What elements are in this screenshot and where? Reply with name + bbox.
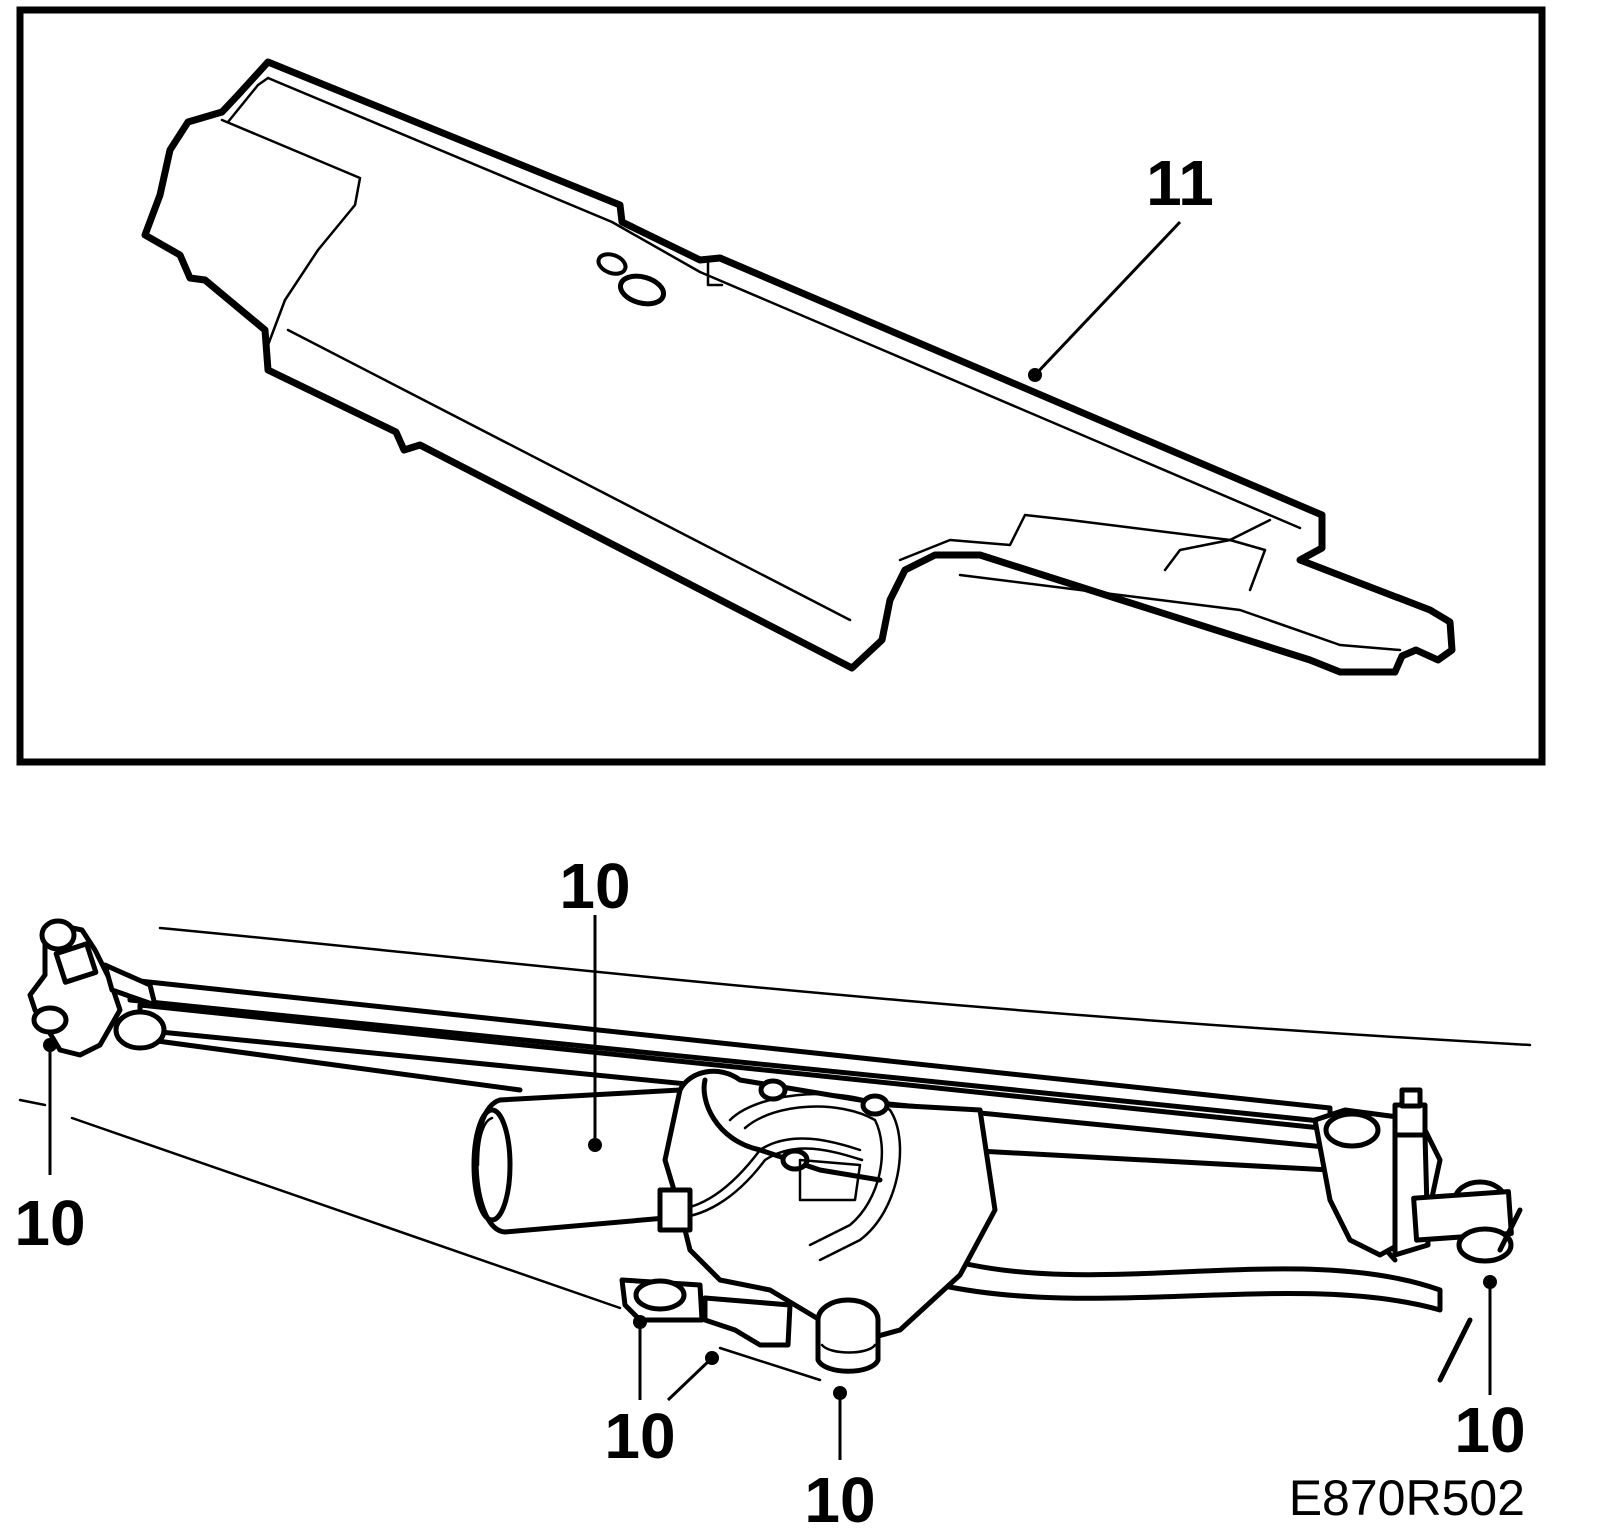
callout-10-left-pivot: 10	[14, 1038, 86, 1259]
callout-11: 11	[1028, 147, 1214, 382]
callout-10-left-pivot-label: 10	[14, 1187, 85, 1259]
callout-10-mount-left-label: 10	[604, 1400, 675, 1472]
upper-panel-frame	[16, 6, 1546, 766]
figure-code: E870R502	[1289, 1470, 1525, 1526]
left-pivot	[27, 918, 167, 1058]
callout-10-motor: 10	[559, 850, 631, 1152]
lower-panel: 10 10 10 10 10 E870R502	[14, 850, 1532, 1530]
wiper-motor	[471, 1068, 998, 1348]
linkage-rods	[127, 977, 1443, 1313]
callout-10-mount-bottom: 10	[804, 1386, 876, 1530]
callout-10-mount-bottom-label: 10	[804, 1464, 875, 1530]
callout-10-mount-center	[666, 1351, 719, 1402]
body-line-lower	[18, 1098, 822, 1382]
callout-11-label: 11	[1146, 147, 1214, 219]
callout-10-right-pivot: 10	[1454, 1275, 1526, 1466]
callout-10-right-pivot-label: 10	[1454, 1394, 1525, 1466]
callout-10-motor-label: 10	[559, 850, 630, 922]
cover-part	[141, 58, 1456, 676]
callout-10-mount-left: 10	[604, 1315, 676, 1472]
right-pivot	[1312, 1087, 1523, 1383]
mounting-bushes	[619, 1277, 881, 1374]
body-line-upper	[158, 926, 1532, 1047]
upper-panel: 11	[16, 6, 1546, 766]
